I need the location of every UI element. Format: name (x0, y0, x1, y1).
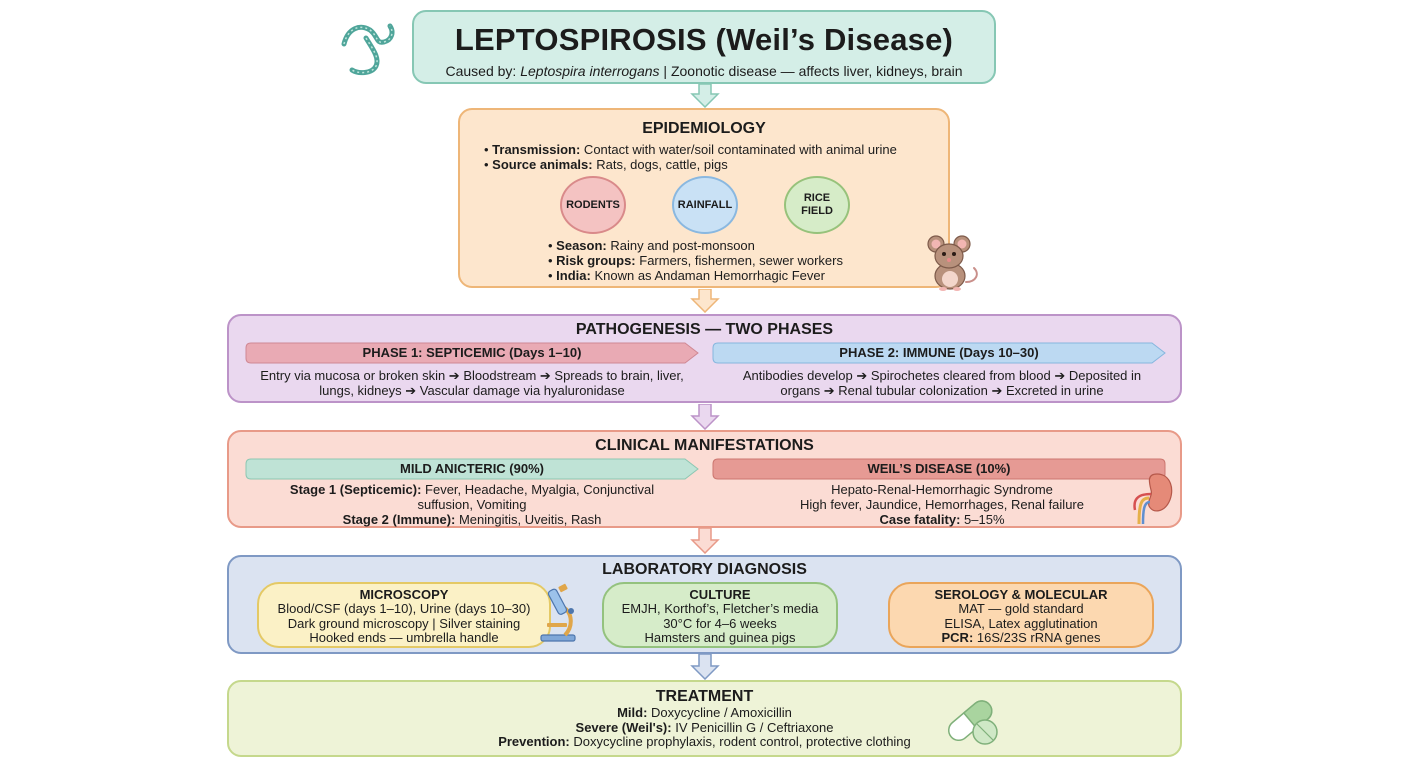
phase1-line-2: lungs, kidneys ➔ Vascular damage via hya… (319, 383, 625, 398)
microscopy-title: MICROSCOPY (359, 587, 449, 602)
microscopy-line-2: Dark ground microscopy | Silver staining (287, 615, 521, 631)
culture-title: CULTURE (689, 587, 751, 602)
arrow-epi-patho (690, 289, 720, 313)
phase2-title: PHASE 2: IMMUNE (Days 10–30) (839, 345, 1039, 360)
phase2-banner: PHASE 2: IMMUNE (Days 10–30) (712, 342, 1166, 364)
mild-title: MILD ANICTERIC (90%) (400, 461, 544, 476)
stage1-line: Stage 1 (Septicemic): Fever, Headache, M… (289, 482, 655, 497)
transmission-line: • Transmission: Contact with water/soil … (484, 142, 897, 157)
stage1-cont-line: suffusion, Vomiting (417, 497, 527, 512)
culture-line-1: EMJH, Korthof’s, Fletcher’s media (621, 601, 819, 616)
page-title: LEPTOSPIROSIS (Weil’s Disease) (454, 22, 954, 57)
phase1-title: PHASE 1: SEPTICEMIC (Days 1–10) (362, 345, 582, 360)
epidemiology-bullets-bottom: • Season: Rainy and post-monsoon • Risk … (548, 238, 843, 283)
arrow-clin-lab (690, 528, 720, 554)
culture-line-2: 30°C for 4–6 weeks (663, 615, 777, 631)
phase2-text: Antibodies develop ➔ Spirochetes cleared… (707, 368, 1177, 398)
risk-line: • Risk groups: Farmers, fishermen, sewer… (548, 253, 843, 268)
phase1-banner: PHASE 1: SEPTICEMIC (Days 1–10) (245, 342, 699, 364)
weil-line-2: High fever, Jaundice, Hemorrhages, Renal… (800, 497, 1084, 512)
pathogenesis-section: PATHOGENESIS — TWO PHASES PHASE 1: SEPTI… (227, 314, 1182, 403)
culture-box: CULTURE EMJH, Korthof’s, Fletcher’s medi… (602, 582, 838, 648)
organism-name: Leptospira interrogans (520, 63, 660, 79)
arrow-patho-clin (690, 404, 720, 430)
weil-banner: WEIL’S DISEASE (10%) (712, 458, 1166, 480)
weil-text: Hepato-Renal-Hemorrhagic Syndrome High f… (707, 482, 1177, 527)
weil-line-1: Hepato-Renal-Hemorrhagic Syndrome (831, 482, 1053, 497)
clinical-title: CLINICAL MANIFESTATIONS (595, 437, 814, 454)
clinical-section: CLINICAL MANIFESTATIONS MILD ANICTERIC (… (227, 430, 1182, 528)
treatment-severe-line: Severe (Weil's): IV Penicillin G / Ceftr… (575, 719, 834, 735)
lab-section: LABORATORY DIAGNOSIS MICROSCOPY Blood/CS… (227, 555, 1182, 654)
pcr-line: PCR: 16S/23S rRNA genes (941, 630, 1101, 645)
page-subtitle: Caused by: Leptospira interrogans | Zoon… (414, 63, 994, 79)
serology-box: SEROLOGY & MOLECULAR MAT — gold standard… (888, 582, 1154, 648)
epidemiology-title: EPIDEMIOLOGY (642, 120, 766, 137)
treatment-prevention-line: Prevention: Doxycycline prophylaxis, rod… (498, 734, 911, 749)
title-box: LEPTOSPIROSIS (Weil’s Disease) Caused by… (412, 10, 996, 84)
epidemiology-bullets-top: • Transmission: Contact with water/soil … (484, 142, 897, 172)
microscopy-line-3: Hooked ends — umbrella handle (309, 630, 499, 645)
subtitle-suffix: | Zoonotic disease — affects liver, kidn… (659, 63, 963, 79)
phase1-text: Entry via mucosa or broken skin ➔ Bloods… (237, 368, 707, 398)
phase2-line-2: organs ➔ Renal tubular colonization ➔ Ex… (780, 383, 1104, 398)
subtitle-prefix: Caused by: (445, 63, 521, 79)
serology-title: SEROLOGY & MOLECULAR (934, 587, 1108, 602)
india-line: • India: Known as Andaman Hemorrhagic Fe… (548, 268, 825, 283)
serology-line-1: MAT — gold standard (958, 601, 1084, 616)
fatality-line: Case fatality: 5–15% (879, 512, 1005, 527)
capsule-icon (947, 700, 998, 745)
rat-icon (927, 235, 978, 291)
treatment-mild-line: Mild: Doxycycline / Amoxicillin (617, 705, 792, 720)
culture-line-3: Hamsters and guinea pigs (644, 630, 796, 645)
rodents-circle: RODENTS (560, 176, 626, 234)
epidemiology-section: EPIDEMIOLOGY • Transmission: Contact wit… (458, 108, 978, 291)
rainfall-circle: RAINFALL (672, 176, 738, 234)
season-line: • Season: Rainy and post-monsoon (548, 238, 755, 253)
microscope-icon (540, 583, 576, 642)
stage2-line: Stage 2 (Immune): Meningitis, Uveitis, R… (342, 512, 602, 527)
kidney-icon (1133, 473, 1173, 525)
microscopy-line-1: Blood/CSF (days 1–10), Urine (days 10–30… (277, 601, 531, 616)
phase2-line-1: Antibodies develop ➔ Spirochetes cleared… (742, 368, 1142, 383)
treatment-title: TREATMENT (655, 688, 754, 705)
serology-line-2: ELISA, Latex agglutination (944, 615, 1098, 631)
weil-title: WEIL’S DISEASE (10%) (867, 461, 1011, 476)
arrow-lab-treat (690, 654, 720, 680)
arrow-title-epi (690, 84, 720, 108)
microscopy-box: MICROSCOPY Blood/CSF (days 1–10), Urine … (257, 582, 551, 648)
phase1-line-1: Entry via mucosa or broken skin ➔ Bloods… (260, 368, 684, 383)
pathogenesis-title: PATHOGENESIS — TWO PHASES (575, 321, 834, 338)
mild-text: Stage 1 (Septicemic): Fever, Headache, M… (237, 482, 707, 527)
mild-banner: MILD ANICTERIC (90%) (245, 458, 699, 480)
source-line: • Source animals: Rats, dogs, cattle, pi… (484, 157, 728, 172)
lab-title: LABORATORY DIAGNOSIS (602, 561, 807, 578)
treatment-section: TREATMENT Mild: Doxycycline / Amoxicilli… (227, 680, 1182, 757)
spirochete-icon (341, 23, 395, 76)
